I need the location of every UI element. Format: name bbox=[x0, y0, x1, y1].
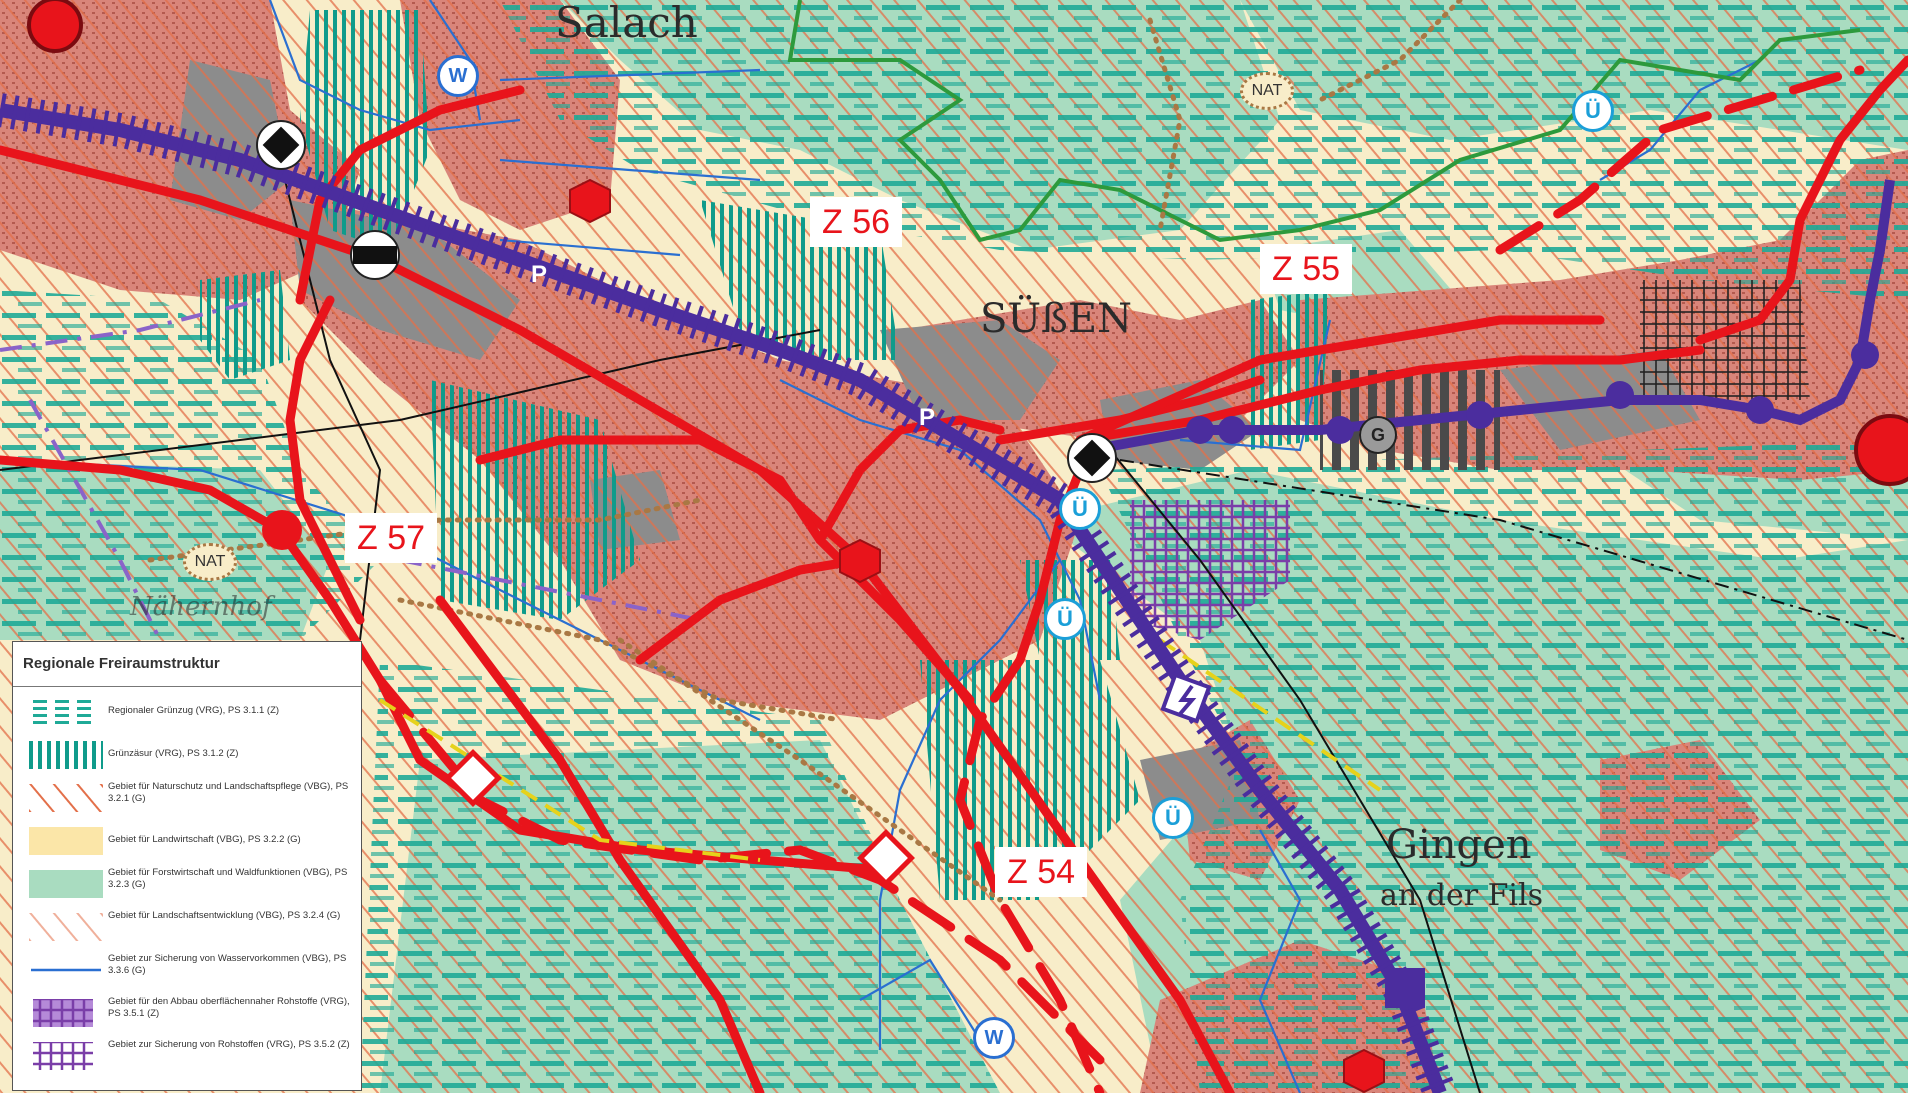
raw-material-area bbox=[1130, 500, 1290, 640]
main-roads bbox=[0, 55, 1908, 1093]
rail-stops bbox=[1186, 341, 1879, 1008]
nature-reserve-icon: NAT bbox=[1240, 72, 1294, 110]
nature-hatch-icon bbox=[29, 784, 103, 812]
legend-text: Regionaler Grünzug (VRG), PS 3.1.1 (Z) bbox=[108, 705, 280, 716]
park-and-ride-icon: P bbox=[918, 404, 935, 431]
forest-fill-icon bbox=[29, 870, 103, 898]
dotted-boundaries bbox=[147, 0, 1463, 903]
water-line-icon bbox=[31, 968, 101, 972]
substation-icon bbox=[1160, 672, 1212, 724]
zone-label-z57: Z 57 bbox=[345, 513, 438, 563]
legend-item: Gebiet für Naturschutz und Landschaftspf… bbox=[13, 778, 359, 818]
transit-hub-icon: Ü bbox=[1572, 90, 1614, 132]
legend-text: Gebiet für Naturschutz und Landschaftspf… bbox=[108, 781, 349, 804]
legend-item: Gebiet für Landwirtschaft (VBG), PS 3.2.… bbox=[13, 821, 359, 861]
town-label-salach: Salach bbox=[555, 0, 698, 47]
green-caesura-icon bbox=[29, 741, 103, 769]
town-label-suessen: SÜßEN bbox=[980, 296, 1133, 342]
legend-title: Regionale Freiraumstruktur bbox=[13, 642, 361, 687]
legend-item: Grünzäsur (VRG), PS 3.1.2 (Z) bbox=[13, 735, 359, 775]
transit-hub-icon: Ü bbox=[1059, 488, 1101, 530]
mining-grid-icon bbox=[33, 999, 93, 1027]
legend-text: Gebiet für den Abbau oberflächennaher Ro… bbox=[108, 996, 350, 1019]
raw-grid-icon bbox=[33, 1042, 93, 1070]
legend-text: Gebiet zur Sicherung von Rohstoffen (VRG… bbox=[108, 1039, 350, 1050]
legend-item: Gebiet für Landschaftsentwicklung (VBG),… bbox=[13, 907, 359, 947]
legend-item: Gebiet zur Sicherung von Wasservorkommen… bbox=[13, 950, 359, 990]
yellow-dashed-line bbox=[378, 638, 1382, 862]
map-legend: Regionale Freiraumstruktur Regionaler Gr… bbox=[12, 641, 362, 1091]
road-junction-nodes bbox=[262, 510, 915, 887]
planned-roads bbox=[375, 65, 1865, 1093]
hiking-boundary bbox=[787, 0, 1861, 243]
zone-label-z54: Z 54 bbox=[995, 847, 1088, 897]
legend-text: Gebiet zur Sicherung von Wasservorkommen… bbox=[108, 953, 347, 976]
rail-secondary-dash bbox=[1119, 459, 1908, 641]
legend-text: Gebiet für Landwirtschaft (VBG), PS 3.2.… bbox=[108, 834, 301, 845]
landscape-hatch-icon bbox=[29, 913, 103, 941]
agriculture-fill-icon bbox=[29, 827, 103, 855]
legend-item: Gebiet für Forstwirtschaft und Waldfunkt… bbox=[13, 864, 359, 904]
town-label-gingen: Gingen bbox=[1386, 822, 1532, 868]
zone-label-z56: Z 56 bbox=[810, 197, 903, 247]
interchange-diamonds bbox=[256, 120, 1117, 483]
legend-item: Gebiet zur Sicherung von Rohstoffen (VRG… bbox=[13, 1036, 359, 1076]
town-label-an-der-fils: an der Fils bbox=[1380, 878, 1543, 913]
park-and-ride-icon: P bbox=[530, 261, 547, 288]
commercial-area-icon: G bbox=[1359, 416, 1397, 454]
water-protection-icon: W bbox=[437, 55, 479, 97]
place-label-naehernhof: Nähernhof bbox=[130, 592, 272, 622]
central-place-circles bbox=[27, 0, 1908, 486]
zone-label-z55: Z 55 bbox=[1260, 244, 1353, 294]
transit-hub-icon: Ü bbox=[1152, 797, 1194, 839]
legend-text: Gebiet für Forstwirtschaft und Waldfunkt… bbox=[108, 867, 348, 890]
legend-text: Gebiet für Landschaftsentwicklung (VBG),… bbox=[108, 910, 341, 921]
raw-material-black-grid bbox=[1640, 280, 1810, 400]
nature-reserve-icon: NAT bbox=[183, 543, 237, 581]
water-protection-icon: W bbox=[973, 1017, 1015, 1059]
boundary-dash-purple bbox=[0, 298, 701, 641]
transit-hub-icon: Ü bbox=[1044, 598, 1086, 640]
greenbelt-hatch-icon bbox=[33, 700, 91, 724]
settlement-hexagons bbox=[569, 178, 1385, 1093]
legend-text: Grünzäsur (VRG), PS 3.1.2 (Z) bbox=[108, 748, 239, 759]
legend-item: Regionaler Grünzug (VRG), PS 3.1.1 (Z) bbox=[13, 692, 359, 732]
legend-item: Gebiet für den Abbau oberflächennaher Ro… bbox=[13, 993, 359, 1033]
